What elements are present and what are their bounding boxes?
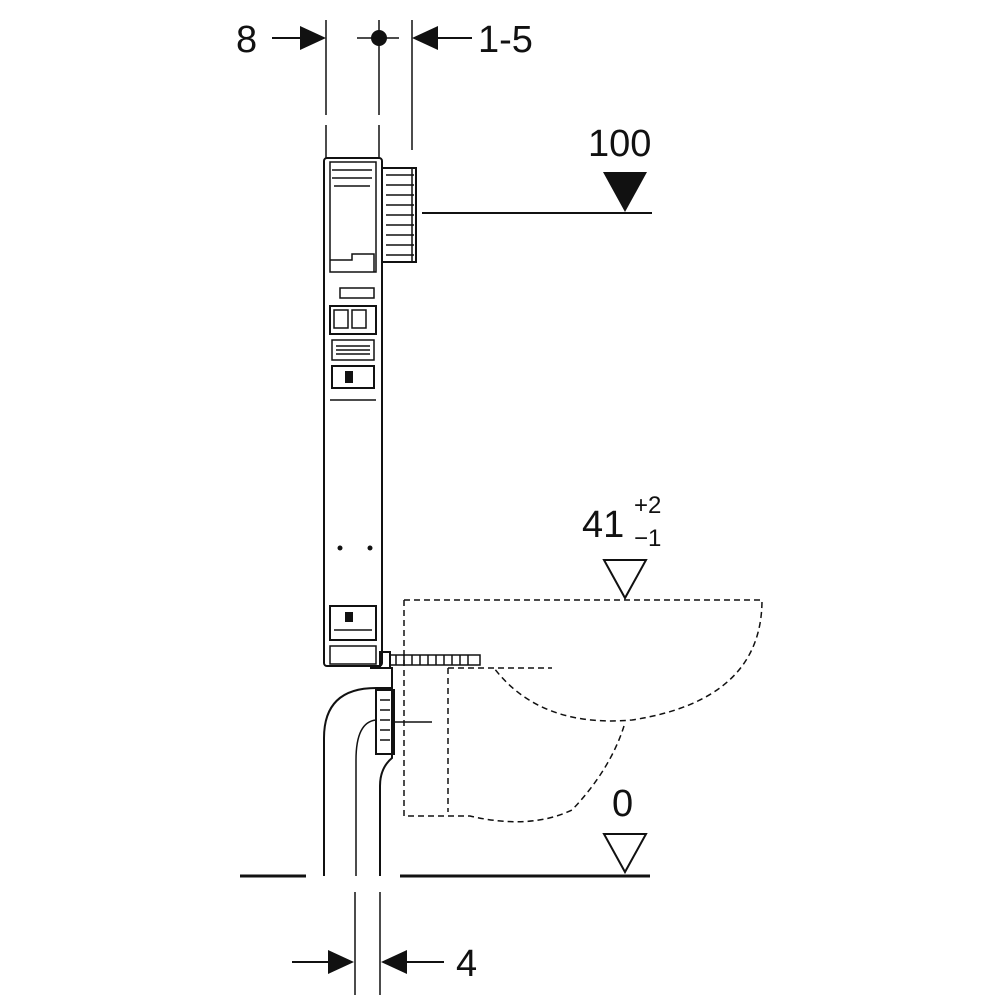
dimension-top-left: 8: [236, 19, 326, 61]
level-marker-outline-icon: [602, 559, 648, 601]
dimension-label-8: 8: [236, 19, 257, 61]
arrow-left-icon: [412, 26, 438, 50]
installation-frame: [323, 157, 417, 667]
arrow-right-icon: [328, 950, 354, 974]
arrow-right-icon: [300, 26, 326, 50]
dimension-label-100: 100: [588, 123, 651, 165]
dimension-top-right: 1-5: [412, 19, 533, 61]
dimension-label-4: 4: [456, 943, 477, 985]
dimension-bottom: 4: [292, 892, 477, 995]
level-marker-outline-icon: [602, 833, 648, 875]
dimension-seat-height: 41 +2 −1: [582, 492, 661, 601]
mounting-bolt: [379, 651, 481, 669]
tolerance-plus: +2: [634, 492, 661, 519]
drain-pipe: [323, 667, 432, 876]
dimension-floor-level: 0: [602, 783, 648, 875]
arrow-left-icon: [381, 950, 407, 974]
tolerance-minus: −1: [634, 525, 661, 552]
dimension-label-41: 41: [582, 504, 624, 546]
toilet-outline: [403, 599, 763, 823]
dimension-label-0: 0: [612, 783, 633, 825]
dimension-label-1-5: 1-5: [478, 19, 533, 61]
dimension-flush-height: 100: [422, 123, 652, 214]
level-marker-filled-icon: [603, 172, 647, 212]
